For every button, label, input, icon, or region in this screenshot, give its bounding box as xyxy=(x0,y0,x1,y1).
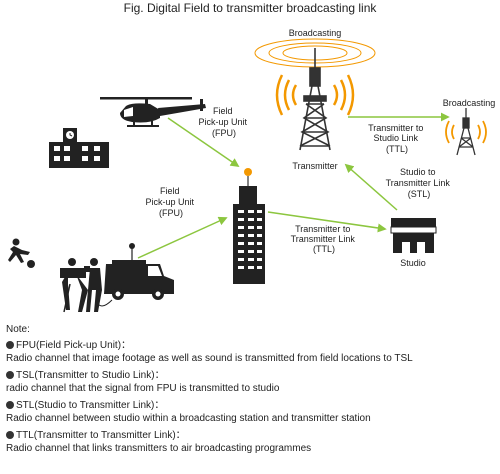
bullet-icon xyxy=(6,401,14,409)
small-tower-icon xyxy=(456,108,476,156)
bullet-icon xyxy=(6,341,14,349)
ttl-arrow-mid xyxy=(267,211,387,233)
note-desc-fpu: Radio channel that image footage as well… xyxy=(6,353,413,364)
note-item: FPU(Field Pick-up Unit)： Radio channel t… xyxy=(6,339,496,365)
bullet-icon xyxy=(6,431,14,439)
tsl-label: Transmitter to Studio Link (TTL) xyxy=(368,123,426,154)
fpu-left-label: Field Pick-up Unit (FPU) xyxy=(145,186,196,218)
notes-heading: Note: xyxy=(6,324,30,335)
relay-building-icon xyxy=(233,168,265,284)
figure-title: Fig. Digital Field to transmitter broadc… xyxy=(123,1,377,15)
fpu-arrow-top xyxy=(167,117,240,168)
camera-crew-icon xyxy=(60,258,102,313)
helicopter-icon xyxy=(100,97,206,127)
fpu-top-label: Field Pick-up Unit (FPU) xyxy=(198,106,249,138)
radio-wave-right-icon xyxy=(332,74,355,116)
radio-wave-left-icon xyxy=(275,74,298,116)
note-item: TTL(Transmitter to Transmitter Link)： Ra… xyxy=(6,429,496,455)
soccer-player-icon xyxy=(8,238,35,268)
transmitter-label: Transmitter xyxy=(292,161,337,171)
bullet-icon xyxy=(6,371,14,379)
note-term-tsl: TSL(Transmitter to Studio Link)： xyxy=(16,370,165,381)
studio-building-icon xyxy=(390,218,437,253)
notes-section: Note: FPU(Field Pick-up Unit)： Radio cha… xyxy=(6,323,496,459)
ttl-mid-label: Transmitter to Transmitter Link (TTL) xyxy=(291,224,358,254)
stl-arrow xyxy=(344,163,398,211)
stl-label: Studio to Transmitter Link (STL) xyxy=(386,167,453,199)
note-term-fpu: FPU(Field Pick-up Unit)： xyxy=(16,340,132,351)
fpu-arrow-left xyxy=(137,216,228,259)
transmitter-tower-icon xyxy=(299,48,331,151)
radio-wave-small-icon xyxy=(445,120,487,144)
note-item: TSL(Transmitter to Studio Link)： radio c… xyxy=(6,369,496,395)
note-term-stl: STL(Studio to Transmitter Link)： xyxy=(16,400,165,411)
broadcast-van-icon xyxy=(104,243,174,300)
camera-cable xyxy=(95,299,113,307)
school-building-icon xyxy=(49,128,109,168)
note-desc-tsl: radio channel that the signal from FPU i… xyxy=(6,383,280,394)
broadcasting-label-main: Broadcasting xyxy=(289,28,342,38)
note-term-ttl: TTL(Transmitter to Transmitter Link)： xyxy=(16,430,186,441)
studio-label: Studio xyxy=(400,258,426,268)
note-desc-ttl: Radio channel that links transmitters to… xyxy=(6,443,312,454)
note-desc-stl: Radio channel between studio within a br… xyxy=(6,413,371,424)
broadcasting-label-right: Broadcasting xyxy=(443,98,496,108)
note-item: STL(Studio to Transmitter Link)： Radio c… xyxy=(6,399,496,425)
